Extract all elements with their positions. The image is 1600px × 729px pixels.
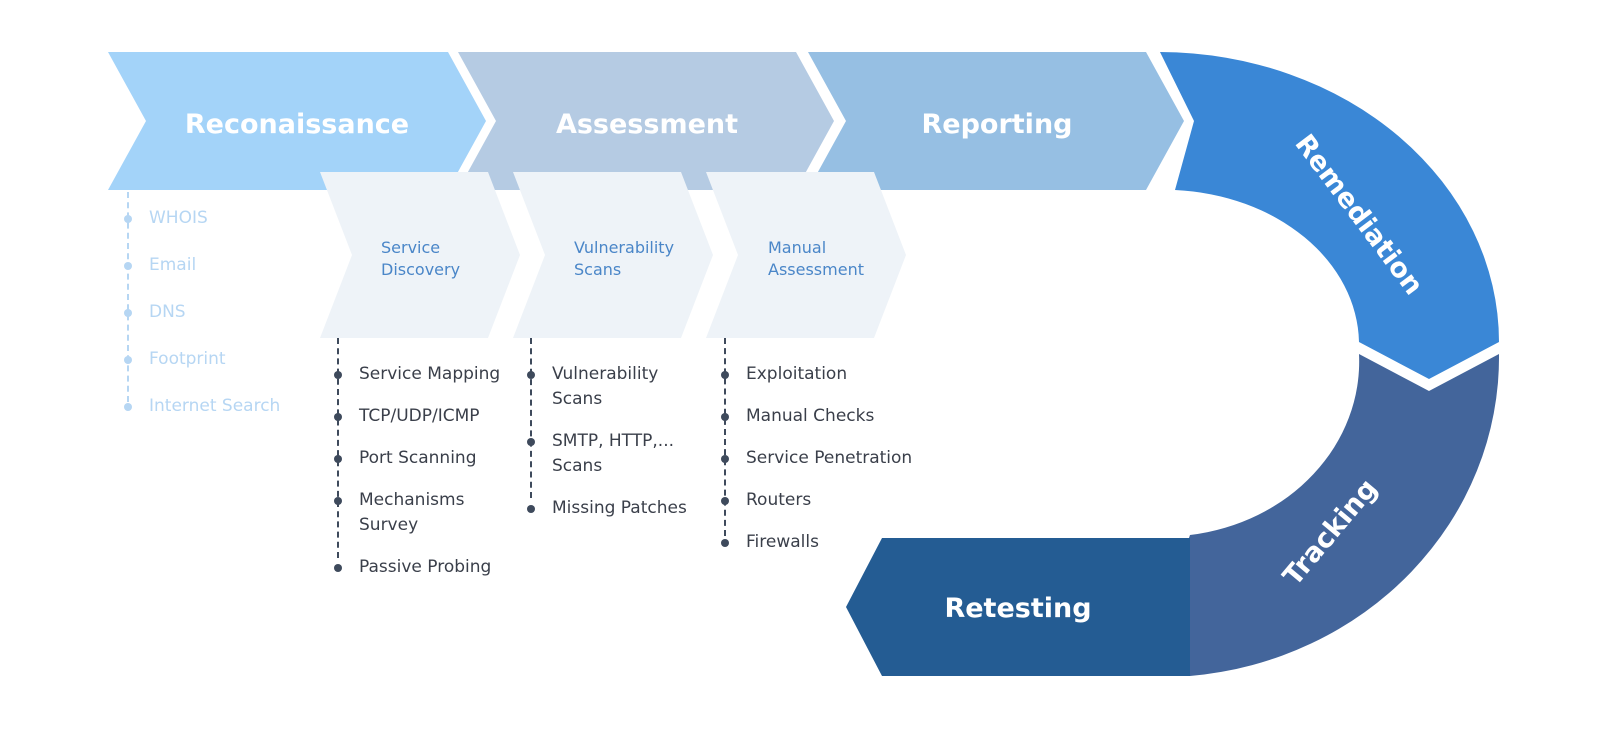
service-discovery-list: Service Mapping TCP/UDP/ICMP Port Scanni… [334,338,512,580]
bullet-dot [124,356,132,364]
list-item: TCP/UDP/ICMP [334,404,512,429]
list-item: Passive Probing [334,555,512,580]
list-item: DNS [124,300,317,325]
recon-list: WHOIS Email DNS Footprint Internet Searc… [124,192,317,419]
list-item-label: Routers [746,490,812,510]
list-item-label: Footprint [149,349,226,369]
substage-vulnerability-scans-shape [513,172,713,338]
bullet-dot [721,497,729,505]
substage-manual-assessment-line2: Assessment [768,260,864,279]
stage-assessment-label: Assessment [556,109,738,140]
stage-tracking-shape [1165,354,1500,676]
bullet-dot [721,413,729,421]
list-item-label: Service Penetration [746,448,913,468]
list-item-label: Port Scanning [359,448,477,468]
substage-vulnerability-scans-line1: Vulnerability [574,238,674,257]
substage-service-discovery-line1: Service [381,238,440,257]
list-item: WHOIS [124,206,317,231]
list-item-label: Exploitation [746,364,848,384]
substage-service-discovery-line2: Discovery [381,260,460,279]
list-item-label: TCP/UDP/ICMP [359,406,480,426]
list-item-label: Passive Probing [359,557,492,577]
list-item: Port Scanning [334,446,512,471]
list-item-label: Firewalls [746,532,819,552]
bullet-dot [124,215,132,223]
stage-reporting-label: Reporting [921,109,1072,140]
substage-vulnerability-scans-line2: Scans [574,260,621,279]
stage-assessment-shape [458,52,834,190]
list-item: Service Penetration [721,446,924,471]
substage-manual-assessment-line1: Manual [768,238,826,257]
list-item: Missing Patches [527,496,690,521]
list-item: Email [124,253,317,278]
vulnerability-scans-list-rail [530,338,532,498]
bullet-dot [527,505,535,513]
vulnerability-scans-list: Vulnerability Scans SMTP, HTTP,... Scans… [527,338,690,521]
bullet-dot [124,262,132,270]
list-item-label: Vulnerability Scans [552,364,659,409]
list-item-label: Manual Checks [746,406,875,426]
bullet-dot [334,564,342,572]
list-item: Footprint [124,347,317,372]
list-item-label: Service Mapping [359,364,501,384]
substage-service-discovery-shape [320,172,520,338]
stage-reporting-shape [808,52,1184,190]
stage-retesting-label: Retesting [944,593,1091,624]
bullet-dot [334,497,342,505]
manual-assessment-list-rail [724,338,726,536]
list-item-label: Email [149,255,197,275]
list-item-label: Internet Search [149,396,281,416]
stage-retesting-shape [846,538,1190,676]
bullet-dot [334,455,342,463]
list-item: Exploitation [721,362,924,387]
bullet-dot [527,371,535,379]
service-discovery-list-rail [337,338,339,558]
list-item-label: DNS [149,302,186,322]
list-item-label: Missing Patches [552,498,687,518]
bullet-dot [721,539,729,547]
recon-list-rail [127,192,129,402]
list-item-label: WHOIS [149,208,208,228]
bullet-dot [124,309,132,317]
list-item: Internet Search [124,394,317,419]
stage-reconnaissance-label: Reconaissance [185,109,409,140]
list-item: Manual Checks [721,404,924,429]
list-item: Mechanisms Survey [334,488,479,538]
stage-remediation-shape [1160,52,1499,379]
list-item-label: Mechanisms Survey [359,490,465,535]
manual-assessment-list: Exploitation Manual Checks Service Penet… [721,338,924,555]
bullet-dot [334,371,342,379]
bullet-dot [721,455,729,463]
stage-reconnaissance-shape [108,52,486,190]
list-item: Vulnerability Scans [527,362,667,412]
bullet-dot [721,371,729,379]
list-item: SMTP, HTTP,... Scans [527,429,687,479]
list-item: Firewalls [721,530,924,555]
list-item: Service Mapping [334,362,512,387]
list-item: Routers [721,488,924,513]
bullet-dot [334,413,342,421]
list-item-label: SMTP, HTTP,... Scans [552,431,675,476]
bullet-dot [124,403,132,411]
bullet-dot [527,438,535,446]
substage-manual-assessment-shape [706,172,906,338]
